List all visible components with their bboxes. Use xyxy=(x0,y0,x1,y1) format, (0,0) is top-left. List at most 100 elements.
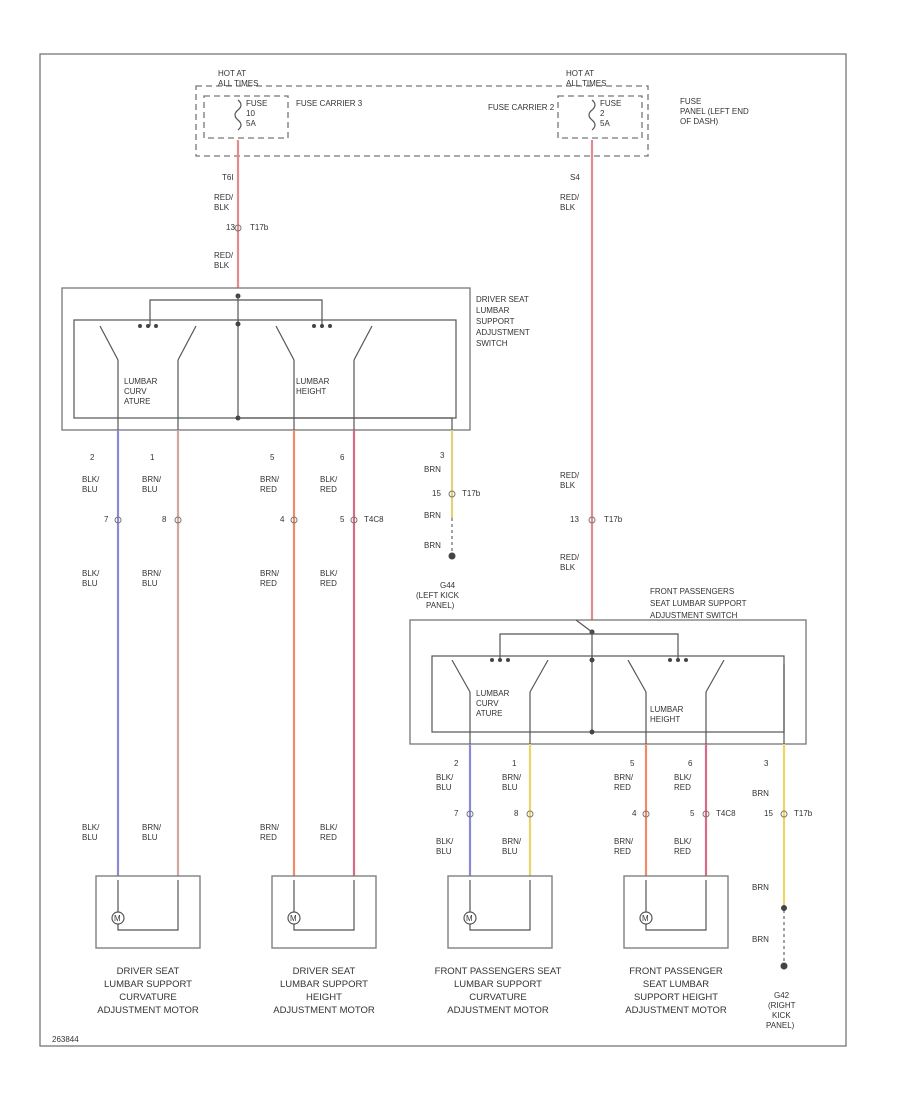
label-d5-pin: 3 xyxy=(440,451,445,460)
label-d1-c1: BLK/ xyxy=(82,475,100,484)
motor-1-box xyxy=(95,875,201,949)
conn-p3 xyxy=(642,810,650,818)
label-d5-c1: BRN xyxy=(424,465,441,474)
pass-switch-box xyxy=(409,619,807,745)
motor-2-m: M xyxy=(290,914,297,923)
label-d4-pin: 6 xyxy=(340,453,345,462)
pass-switch-bus xyxy=(499,633,679,660)
label-d1c-1: BLK/ xyxy=(82,823,100,832)
driver-switch-label-3: SUPPORT xyxy=(476,317,515,326)
label-d3b-2: RED xyxy=(260,579,277,588)
label-p4-c2: RED xyxy=(674,783,691,792)
label-d2b-1: BRN/ xyxy=(142,569,162,578)
label-p1-pin: 2 xyxy=(454,759,459,768)
label-d2-conn: 8 xyxy=(162,515,167,524)
label-p4-conn2: T4C8 xyxy=(716,809,736,818)
motor-3-label-3: CURVATURE xyxy=(469,992,527,1003)
motor-1-m: M xyxy=(114,914,121,923)
driver-switch-box xyxy=(61,287,471,431)
conn-p2 xyxy=(526,810,534,818)
fuse-panel-location-2: PANEL (LEFT END xyxy=(680,107,749,116)
pass-height-2: HEIGHT xyxy=(650,715,680,724)
pass-dot-1 xyxy=(490,658,494,662)
label-d3-c2: RED xyxy=(260,485,277,494)
motor-4-label-1: FRONT PASSENGER xyxy=(629,966,723,977)
label-w2b-2: BLK xyxy=(560,481,576,490)
motor-4-label-4: ADJUSTMENT MOTOR xyxy=(625,1005,727,1016)
label-d2-c1: BRN/ xyxy=(142,475,162,484)
motor-3-m: M xyxy=(466,914,473,923)
pass-dot-4 xyxy=(668,658,672,662)
conn-p5 xyxy=(780,810,788,818)
label-p2-pin: 1 xyxy=(512,759,517,768)
label-d1-pin: 2 xyxy=(90,453,95,462)
label-p2b-2: BLU xyxy=(502,847,518,856)
label-d3-c1: BRN/ xyxy=(260,475,280,484)
label-d2c-1: BRN/ xyxy=(142,823,162,832)
driver-sw-arm-2 xyxy=(177,325,197,361)
fuse-right-symbol xyxy=(588,99,596,131)
label-p1b-1: BLK/ xyxy=(436,837,454,846)
label-p2-conn: 8 xyxy=(514,809,519,818)
conn-d2 xyxy=(174,516,182,524)
label-d3-conn: 4 xyxy=(280,515,285,524)
label-d5c: BRN xyxy=(424,541,441,550)
label-p5-c1: BRN xyxy=(752,789,769,798)
motor-4-leads xyxy=(645,880,707,931)
label-p1-c2: BLU xyxy=(436,783,452,792)
label-d3b-1: BRN/ xyxy=(260,569,280,578)
driver-dot-6 xyxy=(328,324,332,328)
fuse-left-hot-1: HOT AT xyxy=(218,69,246,78)
pass-dot-2 xyxy=(498,658,502,662)
fuse-right-hot-1: HOT AT xyxy=(566,69,594,78)
label-p4-conn: 5 xyxy=(690,809,695,818)
motor-2-symbol xyxy=(287,911,301,925)
ground-g42 xyxy=(780,962,788,970)
motor-1-label-1: DRIVER SEAT xyxy=(117,966,180,977)
fuse-left-hot-2: ALL TIMES xyxy=(218,79,258,88)
motor-2-label-2: LUMBAR SUPPORT xyxy=(280,979,368,990)
pass-height-1: LUMBAR xyxy=(650,705,684,714)
label-g42-4: PANEL) xyxy=(766,1021,795,1030)
label-d3-pin: 5 xyxy=(270,453,275,462)
pass-curv-1: LUMBAR xyxy=(476,689,510,698)
pass-sw-arm-3 xyxy=(627,659,647,693)
label-d3c-1: BRN/ xyxy=(260,823,280,832)
motor-3-label-1: FRONT PASSENGERS SEAT xyxy=(435,966,562,977)
label-d3c-2: RED xyxy=(260,833,277,842)
motor-driver-height: M xyxy=(271,875,377,949)
label-p5-pin2: 15 xyxy=(764,809,773,818)
driver-curv-1: LUMBAR xyxy=(124,377,158,386)
motor-1-label-2: LUMBAR SUPPORT xyxy=(104,979,192,990)
label-w1b: RED/ xyxy=(214,251,234,260)
label-p3-pin: 5 xyxy=(630,759,635,768)
motor-2-leads xyxy=(293,880,355,931)
label-g44-2: (LEFT KICK xyxy=(416,591,460,600)
motor-4-symbol xyxy=(639,911,653,925)
label-d4c-1: BLK/ xyxy=(320,823,338,832)
fuse-left-symbol xyxy=(234,99,242,131)
label-p3-c2: RED xyxy=(614,783,631,792)
label-w1: T6I xyxy=(222,173,234,182)
driver-dot-4 xyxy=(312,324,316,328)
fuse-left-box xyxy=(203,95,289,139)
label-p5b: BRN xyxy=(752,883,769,892)
fuse-left-carrier: FUSE CARRIER 3 xyxy=(296,99,363,108)
label-p3-c1: BRN/ xyxy=(614,773,634,782)
pass-curv-3: ATURE xyxy=(476,709,503,718)
motor-4-box xyxy=(623,875,729,949)
driver-switch-label-5: SWITCH xyxy=(476,339,508,348)
label-p2b-1: BRN/ xyxy=(502,837,522,846)
conn-p1 xyxy=(466,810,474,818)
pass-dot-5 xyxy=(676,658,680,662)
label-p4-pin: 6 xyxy=(688,759,693,768)
driver-switch-label-2: LUMBAR xyxy=(476,306,510,315)
label-p5-pin: 3 xyxy=(764,759,769,768)
driver-dot-3 xyxy=(154,324,158,328)
label-p2-c1: BRN/ xyxy=(502,773,522,782)
label-p1b-2: BLU xyxy=(436,847,452,856)
fuse-panel-location-1: FUSE xyxy=(680,97,701,106)
fuse-left-name: FUSE xyxy=(246,99,267,108)
label-w1-conn: T17b xyxy=(250,223,269,232)
conn-d4 xyxy=(350,516,358,524)
